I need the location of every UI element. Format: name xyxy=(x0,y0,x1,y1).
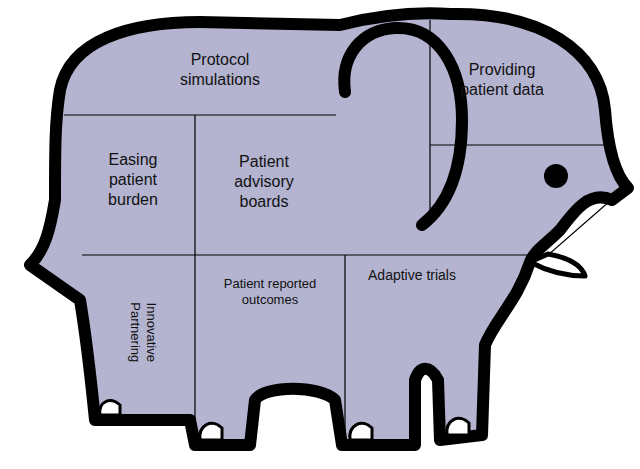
elephant-region: Patient reported outcomes xyxy=(206,274,334,311)
elephant-region: Innovative Partnering xyxy=(125,286,162,378)
region-label: Innovative Partnering xyxy=(127,288,160,376)
region-label: Patient advisory boards xyxy=(214,152,314,212)
region-label: Patient reported outcomes xyxy=(208,276,332,309)
elephant-region: Patient advisory boards xyxy=(212,150,316,214)
region-label: Easing patient burden xyxy=(87,150,179,210)
region-label: Providing patient data xyxy=(459,60,545,100)
elephant-region: Protocol simulations xyxy=(155,48,285,92)
elephant-region: Adaptive trials xyxy=(352,265,472,287)
toenails xyxy=(100,401,469,440)
region-label: Adaptive trials xyxy=(354,267,470,285)
elephant-body xyxy=(30,13,628,445)
region-label: Protocol simulations xyxy=(157,50,283,90)
elephant-region: Easing patient burden xyxy=(85,148,181,212)
elephant-ear xyxy=(344,28,462,225)
elephant-region: Providing patient data xyxy=(457,58,547,102)
elephant-tusk xyxy=(530,254,585,276)
divider-lines xyxy=(64,20,618,440)
elephant-eye xyxy=(544,164,568,188)
